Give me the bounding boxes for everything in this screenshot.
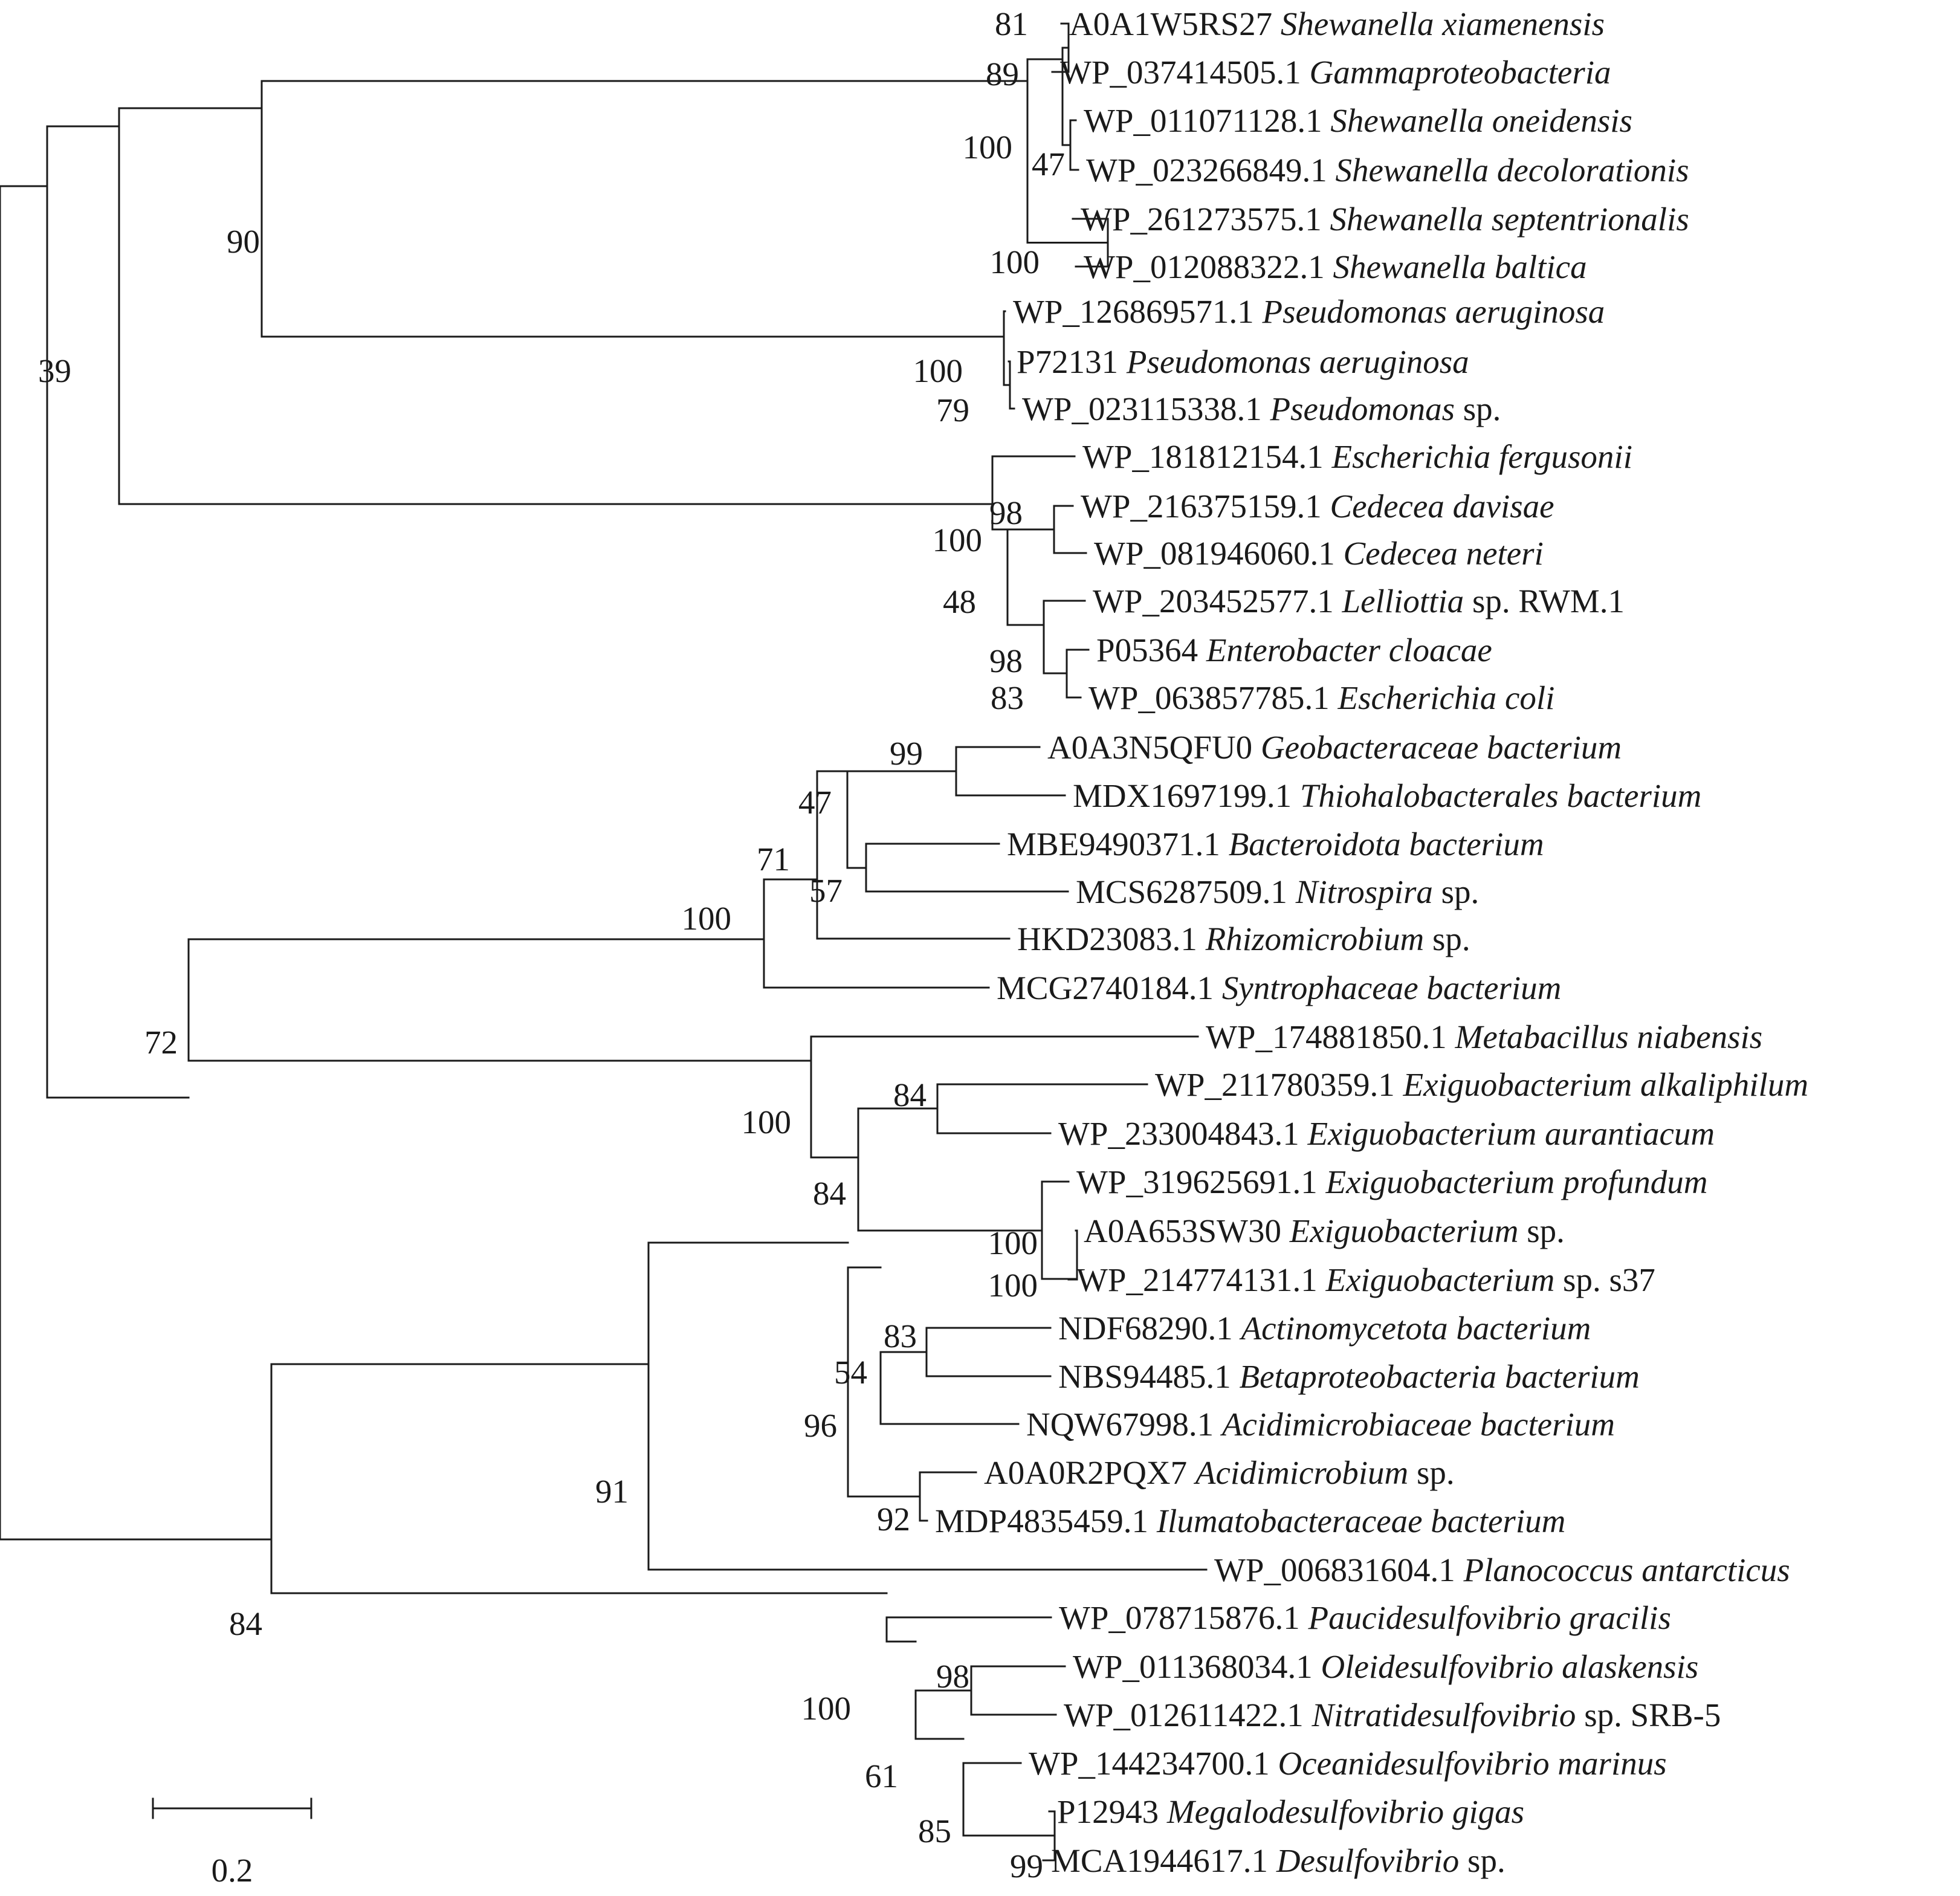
leaf-label: WP_203452577.1 Lelliottia sp. RWM.1 (1093, 583, 1625, 620)
leaf-label: MBE9490371.1 Bacteroidota bacterium (1007, 826, 1544, 862)
bootstrap-value: 89 (986, 56, 1019, 92)
bootstrap-value: 54 (834, 1354, 867, 1391)
bootstrap-value: 71 (757, 841, 790, 878)
bootstrap-value: 98 (989, 642, 1023, 679)
leaf-label: WP_126869571.1 Pseudomonas aeruginosa (1013, 293, 1605, 330)
leaf-label: WP_261273575.1 Shewanella septentrionali… (1081, 201, 1689, 238)
leaf-label: WP_011071128.1 Shewanella oneidensis (1084, 102, 1632, 139)
leaf-label: WP_006831604.1 Planococcus antarcticus (1214, 1551, 1790, 1588)
bootstrap-value: 47 (798, 784, 832, 821)
bootstrap-value: 79 (936, 392, 969, 429)
leaf-label: WP_319625691.1 Exiguobacterium profundum (1076, 1163, 1707, 1200)
bootstrap-value: 57 (809, 872, 843, 909)
bootstrap-values: 8189471001009010079391009848988399477157… (38, 5, 1065, 1885)
leaf-label: WP_023266849.1 Shewanella decolorationis (1086, 152, 1689, 189)
leaf-label: A0A1W5RS27 Shewanella xiamenensis (1069, 5, 1605, 42)
bootstrap-value: 92 (877, 1501, 910, 1538)
leaf-label: WP_081946060.1 Cedecea neteri (1094, 535, 1544, 572)
leaf-label: A0A3N5QFU0 Geobacteraceae bacterium (1047, 729, 1622, 766)
leaf-label: NDF68290.1 Actinomycetota bacterium (1058, 1310, 1591, 1347)
scale-bar-label: 0.2 (212, 1852, 253, 1889)
leaf-label: WP_078715876.1 Paucidesulfovibrio gracil… (1059, 1599, 1671, 1636)
bootstrap-value: 100 (913, 352, 963, 389)
leaf-label: MCS6287509.1 Nitrospira sp. (1076, 873, 1479, 910)
leaf-label: WP_012611422.1 Nitratidesulfovibrio sp. … (1064, 1697, 1721, 1733)
bootstrap-value: 96 (804, 1407, 837, 1444)
bootstrap-value: 100 (801, 1690, 852, 1727)
leaf-label: WP_216375159.1 Cedecea davisae (1081, 488, 1554, 525)
bootstrap-value: 39 (38, 352, 71, 389)
bootstrap-value: 47 (1032, 146, 1065, 183)
bootstrap-value: 84 (893, 1076, 927, 1113)
bootstrap-value: 81 (995, 5, 1028, 42)
leaf-label: WP_144234700.1 Oceanidesulfovibrio marin… (1029, 1745, 1667, 1782)
leaf-label: MDX1697199.1 Thiohalobacterales bacteriu… (1073, 777, 1701, 814)
leaf-label: HKD23083.1 Rhizomicrobium sp. (1017, 920, 1470, 957)
leaf-label: WP_174881850.1 Metabacillus niabensis (1206, 1018, 1762, 1055)
leaf-label: MDP4835459.1 Ilumatobacteraceae bacteriu… (935, 1503, 1565, 1539)
leaf-label: NQW67998.1 Acidimicrobiaceae bacterium (1026, 1406, 1615, 1443)
leaf-label: WP_011368034.1 Oleidesulfovibrio alasken… (1073, 1648, 1698, 1685)
bootstrap-value: 61 (865, 1758, 898, 1794)
leaf-label: WP_214774131.1 Exiguobacterium sp. s37 (1076, 1261, 1655, 1298)
bootstrap-value: 84 (813, 1175, 846, 1212)
leaf-label: P12943 Megalodesulfovibrio gigas (1057, 1793, 1524, 1830)
bootstrap-value: 100 (963, 129, 1013, 166)
bootstrap-value: 100 (988, 1225, 1038, 1261)
bootstrap-value: 84 (229, 1605, 262, 1642)
bootstrap-value: 100 (990, 244, 1040, 280)
leaf-label: A0A653SW30 Exiguobacterium sp. (1084, 1212, 1565, 1249)
leaf-label: MCG2740184.1 Syntrophaceae bacterium (997, 969, 1561, 1006)
leaf-label: P72131 Pseudomonas aeruginosa (1017, 343, 1469, 380)
leaf-label: WP_211780359.1 Exiguobacterium alkaliphi… (1155, 1066, 1808, 1103)
leaf-label: WP_023115338.1 Pseudomonas sp. (1022, 390, 1501, 427)
leaf-labels: A0A1W5RS27 Shewanella xiamenensisWP_0374… (935, 5, 1808, 1879)
leaf-label: WP_063857785.1 Escherichia coli (1088, 679, 1554, 716)
bootstrap-value: 99 (890, 735, 923, 772)
leaf-label: P05364 Enterobacter cloacae (1096, 632, 1492, 668)
leaf-label: NBS94485.1 Betaproteobacteria bacterium (1058, 1358, 1640, 1395)
bootstrap-value: 83 (884, 1318, 917, 1354)
leaf-label: A0A0R2PQX7 Acidimicrobium sp. (984, 1454, 1455, 1491)
bootstrap-value: 90 (227, 223, 260, 260)
bootstrap-value: 99 (1010, 1848, 1043, 1885)
scale-bar: 0.2 (152, 1797, 312, 1889)
bootstrap-value: 83 (991, 679, 1024, 716)
bootstrap-value: 98 (936, 1658, 969, 1695)
bootstrap-value: 91 (595, 1473, 629, 1510)
tree-branches (0, 22, 1208, 1862)
leaf-label: WP_037414505.1 Gammaproteobacteria (1060, 54, 1611, 91)
leaf-label: MCA1944617.1 Desulfovibrio sp. (1051, 1842, 1506, 1879)
bootstrap-value: 100 (988, 1267, 1038, 1304)
bootstrap-value: 48 (943, 583, 976, 620)
bootstrap-value: 85 (918, 1813, 951, 1849)
bootstrap-value: 98 (989, 494, 1023, 531)
bootstrap-value: 100 (742, 1104, 792, 1141)
bootstrap-value: 100 (682, 900, 732, 937)
leaf-label: WP_181812154.1 Escherichia fergusonii (1082, 438, 1632, 475)
bootstrap-value: 72 (144, 1024, 178, 1061)
leaf-label: WP_012088322.1 Shewanella baltica (1084, 248, 1587, 285)
bootstrap-value: 100 (933, 522, 983, 558)
leaf-label: WP_233004843.1 Exiguobacterium aurantiac… (1058, 1115, 1715, 1152)
